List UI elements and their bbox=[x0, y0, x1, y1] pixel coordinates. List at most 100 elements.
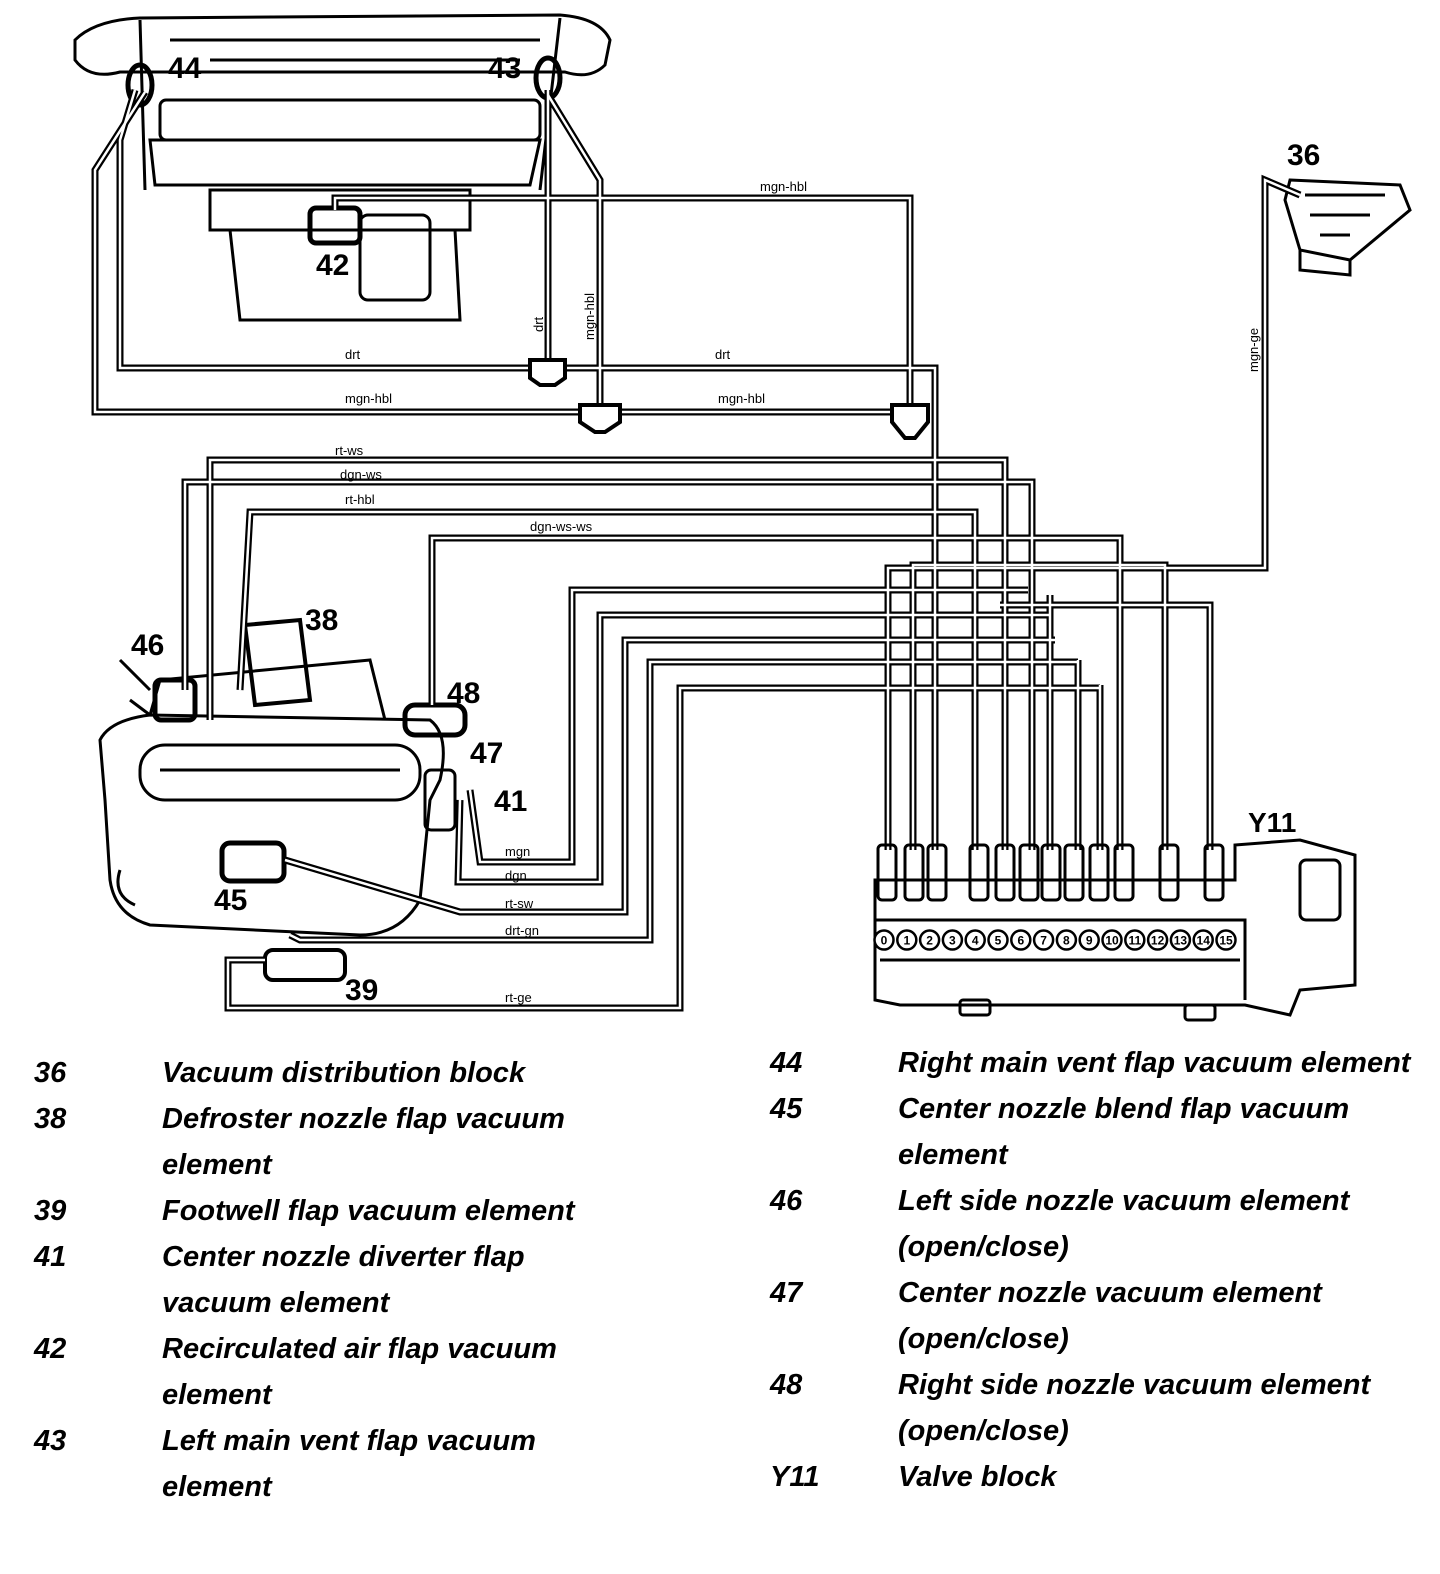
label-drt-gn: drt-gn bbox=[505, 923, 539, 938]
lower-housing bbox=[98, 617, 468, 982]
valve-port-number: 3 bbox=[949, 934, 956, 948]
hose-rt-sw bbox=[284, 636, 1055, 916]
valve-port-number: 10 bbox=[1105, 934, 1119, 948]
callout-44: 44 bbox=[168, 52, 202, 85]
legend-description: Left main vent flap vacuum element bbox=[162, 1425, 536, 1503]
legend-number: 48 bbox=[770, 1369, 803, 1401]
t-connectors bbox=[528, 358, 930, 440]
callout-36: 36 bbox=[1287, 139, 1320, 172]
callout-47: 47 bbox=[470, 737, 503, 770]
label-mgn-hbl-top: mgn-hbl bbox=[760, 179, 807, 194]
hose-drt-horizontal bbox=[116, 88, 939, 850]
valve-port-number: 7 bbox=[1040, 934, 1047, 948]
legend-number: 39 bbox=[34, 1195, 67, 1227]
valve-port-circle bbox=[1078, 929, 1100, 951]
upper-housing bbox=[73, 13, 612, 322]
label-dgn: dgn bbox=[505, 868, 527, 883]
valve-port-number: 6 bbox=[1017, 934, 1024, 948]
valve-port-number: 13 bbox=[1174, 934, 1188, 948]
label-rt-ge: rt-ge bbox=[505, 990, 532, 1005]
callout-45: 45 bbox=[214, 884, 247, 917]
label-mgn-hbl-right: mgn-hbl bbox=[718, 391, 765, 406]
valve-port-circle bbox=[1124, 929, 1146, 951]
valve-port-number: 4 bbox=[972, 934, 979, 948]
hose-dgn bbox=[454, 611, 1050, 886]
callout-43: 43 bbox=[488, 52, 521, 85]
label-drt-vertical: drt bbox=[531, 316, 546, 332]
legend-item: 43 Left main vent flap vacuum element bbox=[34, 1418, 634, 1510]
valve-port-circle bbox=[964, 929, 986, 951]
legend-description: Center nozzle vacuum element (open/close… bbox=[898, 1277, 1322, 1355]
callouts: 44 43 42 36 38 46 48 47 41 45 39 Y11 bbox=[131, 52, 1320, 1007]
valve-port-circle bbox=[918, 929, 941, 951]
legend-description: Valve block bbox=[898, 1461, 1057, 1493]
vacuum-hoses-inner bbox=[93, 89, 1301, 1010]
valve-port-circle bbox=[1192, 929, 1214, 951]
legend-description: Right main vent flap vacuum element bbox=[898, 1047, 1411, 1079]
legend-description: Center nozzle diverter flap vacuum eleme… bbox=[162, 1241, 525, 1319]
legend-number: 41 bbox=[34, 1241, 67, 1273]
valve-port-circle bbox=[873, 929, 895, 951]
label-mgn-hbl-vertical: mgn-hbl bbox=[582, 293, 597, 340]
legend-number: 43 bbox=[34, 1425, 67, 1457]
valve-port-number: 0 bbox=[881, 934, 888, 948]
valve-port-number: 5 bbox=[995, 934, 1002, 948]
t-connector-mgn-hbl-right bbox=[890, 403, 930, 440]
legend-description: Center nozzle blend flap vacuum element bbox=[898, 1093, 1350, 1171]
valve-port-number: 1 bbox=[903, 934, 910, 948]
callout-y11: Y11 bbox=[1248, 807, 1296, 838]
label-mgn-ge: mgn-ge bbox=[1246, 328, 1261, 372]
callout-41: 41 bbox=[494, 785, 527, 818]
callout-48: 48 bbox=[447, 677, 480, 710]
wire-labels: mgn-hbl drt mgn-hbl drt drt mgn-hbl mgn-… bbox=[335, 179, 1261, 1005]
t-connector-mgn-hbl-left bbox=[578, 403, 622, 434]
label-mgn-hbl-left: mgn-hbl bbox=[345, 391, 392, 406]
callout-42: 42 bbox=[316, 249, 349, 282]
callout-46: 46 bbox=[131, 629, 164, 662]
valve-port-number: 8 bbox=[1063, 934, 1070, 948]
legend-item: 47 Center nozzle vacuum element (open/clo… bbox=[770, 1270, 1430, 1362]
vacuum-distribution-block-36 bbox=[1283, 178, 1412, 277]
legend-description: Vacuum distribution block bbox=[162, 1057, 526, 1089]
legend-item: 46 Left side nozzle vacuum element (open/… bbox=[770, 1178, 1430, 1270]
valve-port-number: 11 bbox=[1128, 934, 1141, 948]
label-rt-ws: rt-ws bbox=[335, 443, 364, 458]
valve-port-number: 9 bbox=[1086, 934, 1093, 948]
label-rt-hbl: rt-hbl bbox=[345, 492, 375, 507]
valve-port-circle bbox=[987, 929, 1009, 951]
legend-description: Left side nozzle vacuum element (open/cl… bbox=[898, 1185, 1350, 1263]
hose-dgn-ws-ws bbox=[428, 534, 1124, 850]
legend-description: Recirculated air flap vacuum element bbox=[162, 1333, 557, 1411]
legend-item: 41 Center nozzle diverter flap vacuum ele… bbox=[34, 1234, 634, 1326]
valve-block-y11 bbox=[873, 838, 1357, 1022]
label-drt-right: drt bbox=[715, 347, 731, 362]
legend-description: Right side nozzle vacuum element (open/c… bbox=[898, 1369, 1371, 1447]
valve-port-circle bbox=[1101, 929, 1123, 951]
hose-mgn bbox=[466, 586, 1028, 866]
valve-port-number: 14 bbox=[1197, 934, 1211, 948]
valve-port-circle bbox=[1032, 929, 1055, 951]
legend-number: 38 bbox=[34, 1103, 67, 1135]
callout-38: 38 bbox=[305, 604, 338, 637]
legend-item: 48 Right side nozzle vacuum element (open… bbox=[770, 1362, 1430, 1454]
legend-number: 47 bbox=[770, 1277, 803, 1309]
valve-nozzles bbox=[876, 843, 1225, 902]
valve-port-circle bbox=[1169, 929, 1192, 951]
valve-port-number: 15 bbox=[1219, 934, 1233, 948]
legend-number: 46 bbox=[770, 1185, 803, 1217]
label-dgn-ws-ws: dgn-ws-ws bbox=[530, 519, 593, 534]
label-drt-left: drt bbox=[345, 347, 361, 362]
valve-port-number: 2 bbox=[926, 934, 933, 948]
valve-port-circle bbox=[1215, 929, 1237, 951]
t-connector-drt bbox=[528, 358, 567, 387]
